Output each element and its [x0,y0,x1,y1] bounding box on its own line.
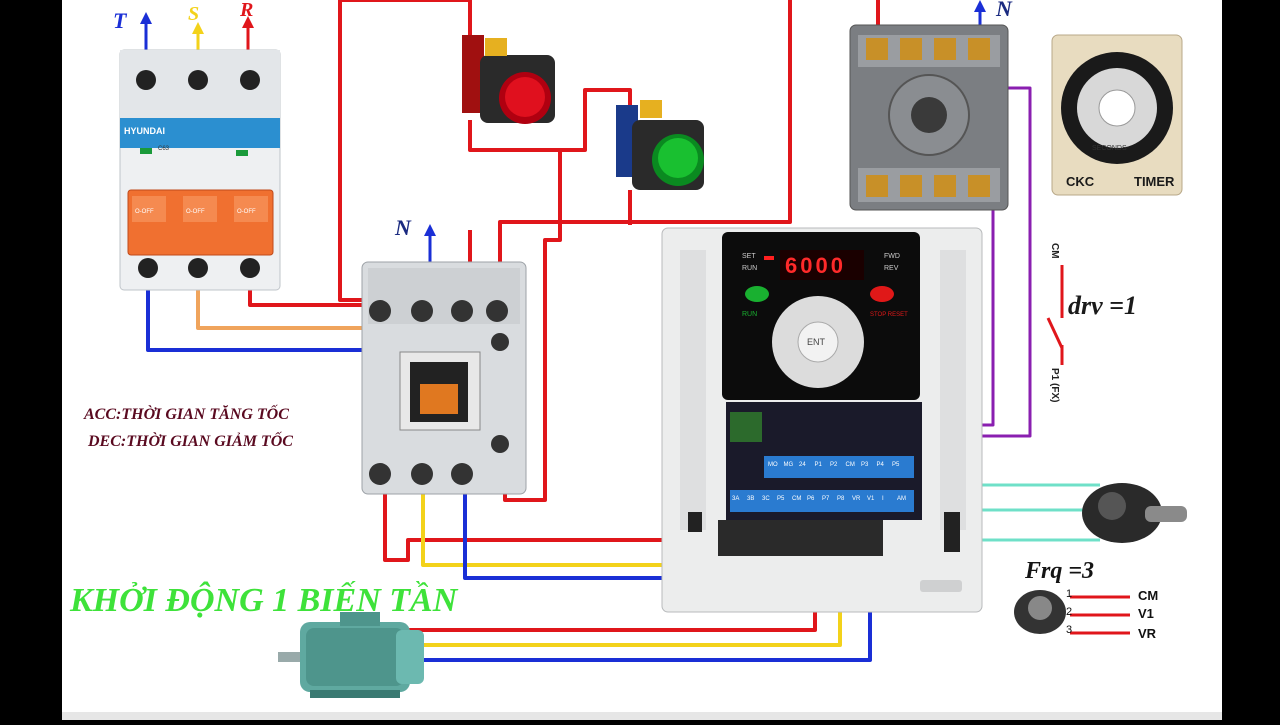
contactor-neutral-label: N [394,215,412,240]
wire-red-3 [468,88,632,152]
inverter-terminal-label: P3 [861,462,869,468]
inverter-terminal-label: AM [897,496,906,502]
inverter-terminal-label: MG [784,462,794,468]
breaker-model: C63 [158,146,170,152]
wire-red-4 [248,285,380,307]
inverter-ent-button[interactable]: ENT [807,337,826,347]
potentiometer-small [1014,590,1066,634]
wire-red-8 [503,150,562,502]
wire-red-2 [340,0,472,40]
pot-pin-3: 3 [1066,624,1072,636]
inverter-terminal-label: P5 [892,462,900,468]
timer-brand: CKC [1066,174,1095,189]
switch-top-label: CM [1049,243,1060,259]
inverter-terminal-label: P4 [877,462,885,468]
inverter-terminal-label: CM [792,496,801,502]
stop-push-button [462,35,555,124]
inverter-terminal-label: 3C [762,496,770,502]
inverter-terminal-label: P6 [807,496,815,502]
inverter-run-button[interactable]: RUN [742,311,757,318]
timer-relay-socket [849,24,1009,211]
pot-pin-2: 2 [1066,606,1072,618]
inverter-terminal-label: P7 [822,496,830,502]
phase-s-label: S [188,3,199,25]
phase-r-label: R [239,0,253,21]
inverter-terminal-label: I [882,496,884,502]
inverter-rev-indicator: REV [884,265,899,272]
inverter-terminal-label: 3B [747,496,754,502]
potentiometer-pin-wires [1070,595,1130,635]
inverter-run-indicator: RUN [742,265,757,272]
breaker-switch-1-label: O-OFF [135,209,154,215]
bottom-strip [62,712,1222,720]
breaker-brand: HYUNDAI [124,126,165,136]
inverter-terminals-top: MO MG 24 P1 P2 CM P3 P4 P5 [768,462,900,468]
breaker-switch-3-label: O-OFF [237,209,256,215]
inverter-set-indicator: SET [742,253,756,260]
inverter-terminals-mid: 3A 3B 3C P5 CM P6 P7 P8 VR V1 I AM [732,496,906,502]
inverter-terminal-label: MO [768,462,778,468]
inverter-terminal-label: P1 [815,462,823,468]
forward-switch [1046,265,1064,365]
timer-unit: SECONDS [1092,145,1127,152]
timer-dial [1051,34,1183,196]
relay-neutral-label: N [995,0,1013,21]
circuit-breaker [119,49,281,291]
frq-param: Frq =3 [1024,558,1094,584]
diagram-title: KHỞI ĐỘNG 1 BIẾN TẦN [69,580,459,619]
inverter-terminal-label: P5 [777,496,785,502]
drv-param: drv =1 [1068,291,1137,320]
inverter-terminal-label: P2 [830,462,838,468]
inverter-terminal-label: 3A [732,496,739,502]
dec-note: DEC:THỜI GIAN GIẢM TỐC [87,431,293,450]
inverter-stop-button[interactable]: STOP RESET [870,312,908,318]
inverter-fwd-indicator: FWD [884,253,900,260]
start-push-button [616,100,704,190]
inverter [661,227,983,613]
pot-label-v1: V1 [1138,606,1154,621]
electric-motor [278,612,424,698]
pot-label-cm: CM [1138,588,1158,603]
pot-pin-1: 1 [1066,588,1072,600]
timer-type: TIMER [1134,174,1175,189]
inverter-display: 6000 [785,253,846,278]
potentiometer-large [1082,483,1187,543]
switch-bottom-label: P1 (FX) [1049,368,1060,402]
pot-label-vr: VR [1138,626,1157,641]
inverter-terminal-label: CM [846,462,855,468]
inverter-terminal-label: VR [852,496,861,502]
inverter-terminal-label: 24 [799,462,806,468]
inverter-terminal-label: V1 [867,496,875,502]
breaker-switch-2-label: O-OFF [186,209,205,215]
inverter-terminal-label: P8 [837,496,845,502]
magnetic-contactor [361,261,527,495]
phase-t-label: T [113,8,128,33]
wire-red-5 [498,0,792,262]
acc-note: ACC:THỜI GIAN TĂNG TỐC [83,404,289,423]
